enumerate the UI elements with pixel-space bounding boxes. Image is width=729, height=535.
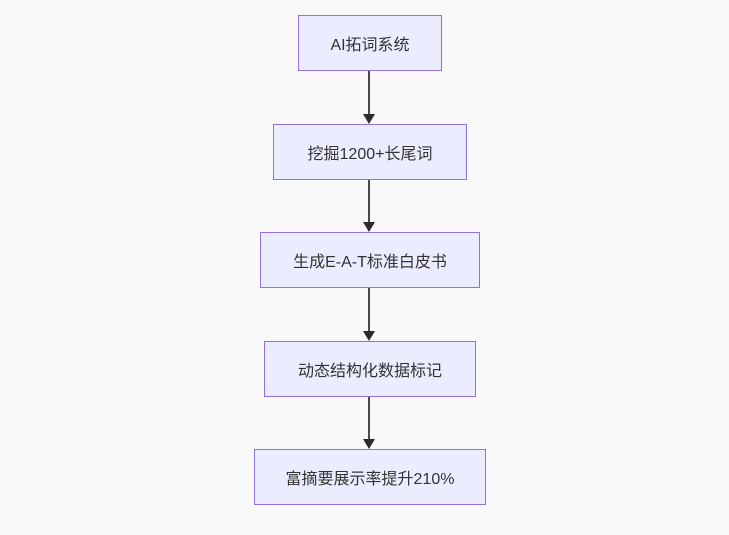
flow-node-rich-snippet-result: 富摘要展示率提升210%: [254, 449, 486, 505]
flow-node-eat-whitepaper: 生成E-A-T标准白皮书: [260, 232, 480, 288]
flow-arrow-4: [363, 397, 375, 449]
arrowhead-down-icon: [363, 114, 375, 124]
arrowhead-down-icon: [363, 331, 375, 341]
arrowhead-down-icon: [363, 222, 375, 232]
arrow-line: [368, 71, 370, 115]
arrow-line: [368, 397, 370, 440]
arrowhead-down-icon: [363, 439, 375, 449]
flow-node-ai-keyword-system: AI拓词系统: [298, 15, 442, 71]
flow-arrow-2: [363, 180, 375, 232]
arrow-line: [368, 180, 370, 223]
arrow-line: [368, 288, 370, 332]
flow-node-structured-data-markup: 动态结构化数据标记: [264, 341, 476, 397]
flow-arrow-3: [363, 288, 375, 341]
flow-node-longtail-mining: 挖掘1200+长尾词: [273, 124, 467, 180]
flow-arrow-1: [363, 71, 375, 124]
